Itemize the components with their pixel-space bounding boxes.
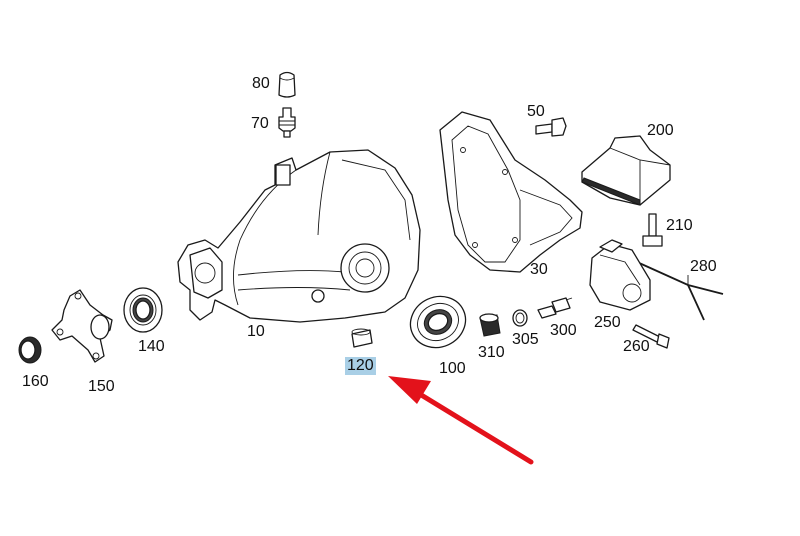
part-160-nut[interactable] xyxy=(18,336,42,364)
label-260: 260 xyxy=(623,338,650,355)
label-310: 310 xyxy=(478,344,505,361)
part-250-actuator[interactable] xyxy=(589,239,651,311)
label-100: 100 xyxy=(439,360,466,377)
label-120-highlighted[interactable]: 120 xyxy=(345,357,376,375)
part-30-cover[interactable] xyxy=(439,111,583,273)
part-150-flange[interactable] xyxy=(51,289,113,363)
label-50: 50 xyxy=(527,103,545,120)
part-200-mount[interactable] xyxy=(581,135,671,206)
label-70: 70 xyxy=(251,115,269,132)
part-140-seal[interactable] xyxy=(123,287,163,333)
part-300-sensor[interactable] xyxy=(537,297,573,319)
label-160: 160 xyxy=(22,373,49,390)
label-80: 80 xyxy=(252,75,270,92)
label-10: 10 xyxy=(247,323,265,340)
part-80-cap[interactable] xyxy=(278,71,296,98)
label-150: 150 xyxy=(88,378,115,395)
label-210: 210 xyxy=(666,217,693,234)
part-305-ring[interactable] xyxy=(512,309,528,327)
label-305: 305 xyxy=(512,331,539,348)
part-280-wiring[interactable] xyxy=(636,261,724,321)
label-250: 250 xyxy=(594,314,621,331)
label-280: 280 xyxy=(690,258,717,275)
label-200: 200 xyxy=(647,122,674,139)
part-70-breather[interactable] xyxy=(278,107,296,138)
part-10-housing[interactable] xyxy=(177,149,421,323)
part-210-bolt[interactable] xyxy=(642,213,663,247)
part-120-plug[interactable] xyxy=(351,328,373,348)
red-arrow-pointer xyxy=(388,376,534,465)
part-100-seal[interactable] xyxy=(402,288,474,357)
part-310-plug[interactable] xyxy=(479,313,501,337)
part-260-bolt[interactable] xyxy=(632,324,670,349)
label-300: 300 xyxy=(550,322,577,339)
label-140: 140 xyxy=(138,338,165,355)
label-30: 30 xyxy=(530,261,548,278)
part-50-bolt[interactable] xyxy=(535,117,567,137)
